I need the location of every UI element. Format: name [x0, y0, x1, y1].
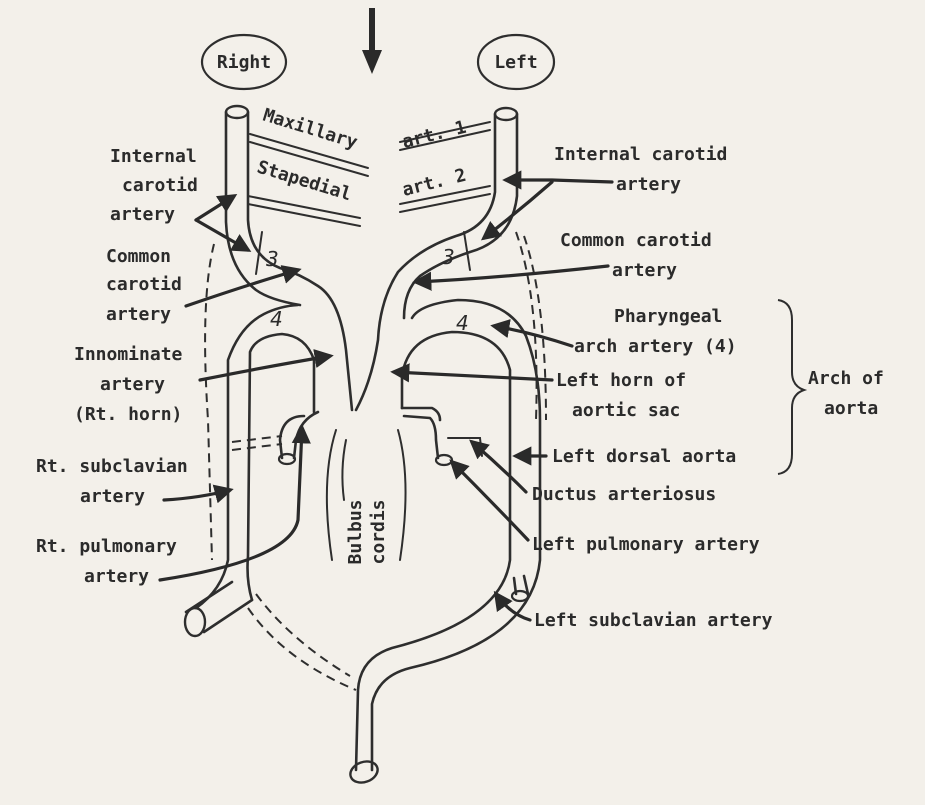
label-left-subclavian: Left subclavian artery [534, 610, 773, 631]
right-arch-3: 3 [266, 247, 279, 271]
upper-arch-lines [247, 121, 491, 227]
svg-text:artery: artery [84, 566, 149, 587]
label-left-pulmonary: Left pulmonary artery [532, 534, 760, 555]
svg-text:aorta: aorta [824, 398, 878, 419]
bulbus-cordis-label: Bulbus cordis [345, 499, 389, 564]
left-arterial-system [349, 106, 547, 784]
right-side-label: Right [200, 33, 288, 91]
left-arch-4: 4 [456, 311, 469, 335]
label-innominate-artery: Innominate artery (Rt. horn) [74, 344, 183, 425]
svg-text:Arch of: Arch of [808, 368, 884, 389]
cordis-label: cordis [368, 499, 389, 564]
svg-text:artery: artery [80, 486, 145, 507]
svg-text:Innominate: Innominate [74, 344, 183, 365]
svg-text:aortic sac: aortic sac [572, 400, 680, 421]
label-ductus-arteriosus: Ductus arteriosus [532, 484, 716, 505]
flow-direction-arrow [362, 8, 382, 74]
label-rt-pulmonary: Rt. pulmonary artery [36, 536, 177, 587]
svg-text:Rt. pulmonary: Rt. pulmonary [36, 536, 177, 557]
label-left-dorsal-aorta: Left dorsal aorta [552, 446, 736, 467]
label-common-carotid-left: Common carotid artery [560, 230, 712, 281]
bulbus-cordis-outline [325, 429, 407, 561]
svg-text:Rt. subclavian: Rt. subclavian [36, 456, 188, 477]
pointer-arrows-right [390, 170, 614, 622]
label-arch-of-aorta: Arch of aorta [808, 368, 884, 419]
svg-text:Pharyngeal: Pharyngeal [614, 306, 722, 327]
svg-text:artery: artery [612, 260, 677, 281]
label-internal-carotid-left: Internal carotid artery [554, 144, 727, 195]
svg-text:Common carotid: Common carotid [560, 230, 712, 251]
svg-text:artery: artery [110, 204, 175, 225]
svg-text:Left horn of: Left horn of [556, 370, 686, 391]
art1-label: art. 1 [400, 117, 468, 153]
bulbus-label: Bulbus [345, 499, 366, 564]
label-internal-carotid-right: Internal carotid artery [110, 146, 198, 225]
svg-text:artery: artery [616, 174, 681, 195]
svg-text:Internal carotid: Internal carotid [554, 144, 727, 165]
right-arch-4: 4 [270, 307, 283, 331]
label-pharyngeal-arch: Pharyngeal arch artery (4) [574, 306, 737, 357]
left-side-label: Left [476, 33, 556, 91]
pointer-arrows-left [158, 193, 334, 582]
right-label-text: Right [217, 52, 271, 73]
maxillary-label: Maxillary [261, 105, 361, 154]
svg-text:carotid: carotid [106, 274, 182, 295]
label-common-carotid-right: Common carotid artery [106, 246, 182, 325]
svg-text:carotid: carotid [122, 175, 198, 196]
svg-text:artery: artery [106, 304, 171, 325]
left-arch-3: 3 [442, 245, 455, 269]
arch-of-aorta-bracket [777, 299, 808, 475]
stapedial-label: Stapedial [255, 157, 354, 206]
arch-number-markers: 3 3 4 4 [255, 231, 471, 335]
left-label-text: Left [494, 52, 537, 73]
label-left-horn: Left horn of aortic sac [556, 370, 686, 421]
svg-text:arch artery (4): arch artery (4) [574, 336, 737, 357]
svg-text:Common: Common [106, 246, 171, 267]
svg-text:Internal: Internal [110, 146, 197, 167]
svg-text:(Rt. horn): (Rt. horn) [74, 404, 182, 425]
art2-label: art. 2 [400, 165, 468, 201]
label-rt-subclavian: Rt. subclavian artery [36, 456, 188, 507]
svg-text:artery: artery [100, 374, 165, 395]
